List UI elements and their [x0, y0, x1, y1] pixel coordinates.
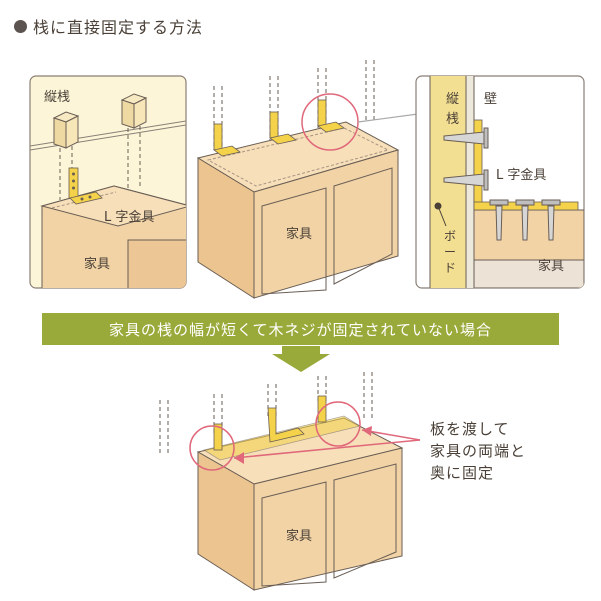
note-line-2: 家具の両端と	[430, 442, 527, 460]
label-tate-zan-right-1: 縦	[446, 92, 459, 107]
condition-banner: 家具の桟の幅が短くて木ネジが固定されていない場合	[42, 313, 559, 345]
l-bracket-3	[317, 99, 345, 133]
down-arrow-icon	[272, 346, 330, 372]
label-furniture-left: 家具	[84, 256, 110, 272]
page-title: 栈に直接固定する方法	[33, 18, 204, 37]
bullet-dot-icon	[14, 19, 27, 33]
left-detail-panel: 縦桟 L 字金具 家具	[29, 75, 187, 289]
label-board-2: ー	[444, 245, 456, 259]
label-board-1: ボ	[444, 229, 456, 243]
note-line-1: 板を渡して	[430, 420, 510, 438]
right-detail-panel: 縦 桟 壁 L 字金具 ボ ー ド 家具	[415, 75, 585, 289]
label-wall: 壁	[484, 92, 497, 107]
label-l-bracket-right: L 字金具	[496, 167, 546, 183]
label-l-bracket-left: L 字金具	[104, 209, 154, 225]
furniture-bottom-illustration: 家具	[159, 372, 421, 591]
note-block: 板を渡して 家具の両端と 奥に固定	[430, 418, 526, 484]
stud-right	[120, 93, 148, 129]
l-bracket-1	[213, 123, 241, 157]
stud-left	[52, 111, 80, 149]
note-line-3: 奥に固定	[430, 464, 495, 482]
label-furniture-bottom: 家具	[286, 528, 312, 544]
title-row: 栈に直接固定する方法	[14, 14, 203, 38]
furniture-top-illustration: 家具	[196, 60, 419, 299]
l-bracket-2	[269, 111, 297, 145]
highlight-circle-right	[315, 401, 361, 447]
label-tate-zan-left: 縦桟	[44, 90, 70, 105]
label-furniture-center: 家具	[286, 226, 312, 242]
highlight-circle-left	[189, 425, 235, 471]
label-tate-zan-right-2: 桟	[446, 112, 459, 127]
l-bracket-left-detail	[68, 167, 103, 205]
label-furniture-right: 家具	[538, 258, 564, 274]
label-board-3: ド	[444, 261, 456, 275]
